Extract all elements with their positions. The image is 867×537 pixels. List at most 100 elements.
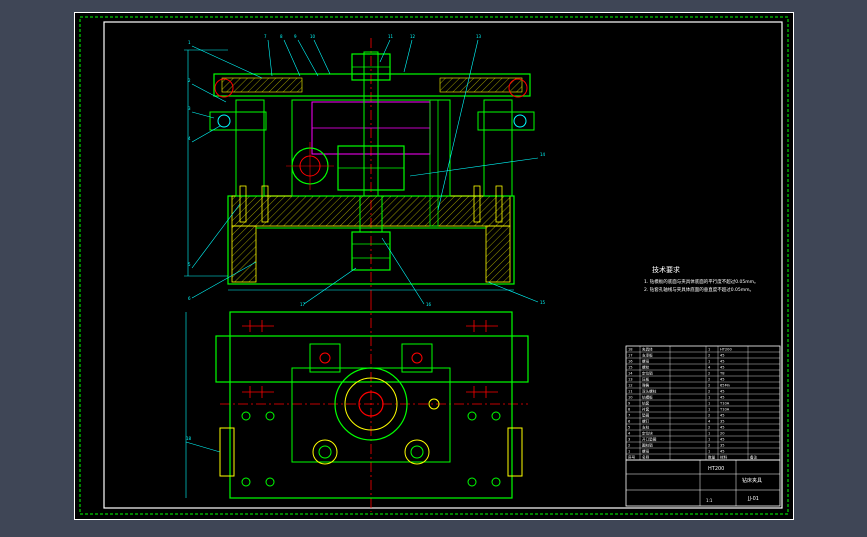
bolt-l2 (261, 185, 269, 223)
parts-list-cell: 45 (720, 414, 725, 418)
inner-frame (103, 21, 783, 509)
parts-list-cell: 钻模板 (642, 395, 653, 400)
parts-list-cell: 2 (708, 354, 710, 358)
parts-list-cell: 2 (708, 414, 710, 418)
parts-list-cell: 45 (720, 366, 725, 370)
bolt-r2 (495, 185, 503, 223)
parts-list-cell: 45 (720, 450, 725, 454)
parts-list-header: 备注 (750, 455, 758, 460)
drill-plate (213, 73, 531, 97)
parts-list-cell: 4 (628, 432, 631, 436)
parts-list-cell: 圆柱销 (642, 443, 653, 448)
parts-list-cell: 15 (628, 366, 633, 370)
parts-list-cell: 弹簧 (642, 383, 650, 388)
pin-left-core (318, 445, 332, 459)
parts-list-cell: 5 (628, 426, 630, 430)
part-balloon: 6 (188, 296, 191, 301)
parts-list-cell: 开口垫圈 (642, 437, 657, 442)
parts-list-cell: 螺钉 (642, 419, 650, 424)
pin-right-core (410, 445, 424, 459)
parts-list-cell: 45 (720, 396, 725, 400)
base-outline (229, 311, 513, 499)
parts-list-cell: HT200 (720, 348, 732, 352)
parts-list-cell: 2 (708, 426, 710, 430)
parts-list-cell: 65Mn (720, 384, 730, 388)
parts-list-cell: 11 (628, 390, 633, 394)
parts-list-cell: 1 (708, 438, 710, 442)
parts-list-cell: 45 (720, 438, 725, 442)
parts-list-cell: 13 (628, 378, 633, 382)
parts-list-cell: 2 (628, 444, 630, 448)
part-balloon: 5 (188, 262, 191, 267)
technical-notes: 技术要求 1. 钻模板的底面与夹具体底面的平行度不超过0.05mm。 2. 钻套… (644, 265, 759, 293)
guide-rod (429, 99, 439, 227)
parts-list-cell: 16 (628, 360, 633, 364)
part-balloon: 12 (410, 34, 416, 39)
base-right-hatch (485, 225, 511, 283)
parts-list-cell: 垫圈 (642, 413, 650, 418)
plate-hatch-left (221, 77, 303, 93)
notes-line-2: 2. 钻套孔轴线与夹具体底面的垂直度不超过0.05mm。 (644, 286, 754, 293)
parts-list-cell: 夹具体 (642, 347, 653, 352)
parts-list-cell: 1 (708, 402, 710, 406)
parts-list-header: 材料 (720, 455, 728, 460)
title-scale: 1:1 (706, 498, 713, 503)
part-balloon: 15 (540, 300, 546, 305)
locator-left-hole (319, 352, 331, 364)
parts-list-cell: 1 (708, 432, 710, 436)
parts-list-cell: 1 (628, 450, 630, 454)
parts-list-cell: 17 (628, 354, 633, 358)
title-drawing-no: JJ-01 (747, 496, 759, 502)
outer-frame (79, 16, 789, 515)
bolt-marks (242, 320, 498, 398)
parts-list-cell: 8 (628, 408, 631, 412)
parts-list-cell: 1 (708, 408, 710, 412)
part-balloon: 10 (310, 34, 316, 39)
small-holes (241, 411, 501, 487)
part-balloon: 7 (264, 34, 267, 39)
parts-list-cell: 45 (720, 390, 725, 394)
locator-right (401, 343, 433, 373)
notes-line-1: 1. 钻模板的底面与夹具体底面的平行度不超过0.05mm。 (644, 278, 759, 285)
part-balloon: 18 (186, 436, 192, 441)
part-balloon: 3 (188, 106, 191, 111)
leader-lines (191, 39, 539, 305)
left-clamp (209, 111, 267, 131)
title-block: HT200 钻床夹具 JJ-01 1:1 (625, 459, 781, 507)
pin-right (404, 439, 430, 465)
parts-list-cell: 螺母 (642, 449, 650, 454)
parts-list-cell: 4 (708, 366, 711, 370)
parts-list-cell: 2 (708, 378, 710, 382)
parts-list-cell: 45 (720, 360, 725, 364)
bore-outer (334, 367, 408, 441)
side-hole (428, 398, 440, 410)
parts-list-cell: 衬套 (642, 407, 650, 412)
parts-list-cell: 9 (628, 402, 631, 406)
parts-list-cell: 45 (720, 426, 725, 430)
parts-list-cell: 10 (628, 396, 633, 400)
sheet-edge (74, 12, 794, 520)
parts-list-cell: 定位销 (642, 371, 653, 376)
left-top-pin (214, 78, 234, 98)
parts-list-cell: 支承板 (642, 353, 653, 358)
parts-list-cell: 螺栓 (642, 365, 650, 370)
title-material: HT200 (708, 466, 724, 472)
part-balloon: 4 (188, 136, 191, 141)
part-balloon: 11 (388, 34, 394, 39)
front-section-view-icon (184, 38, 539, 305)
right-stop (507, 427, 523, 477)
parts-list-cell: 18 (628, 348, 633, 352)
right-top-pin (508, 78, 528, 98)
parts-list-cell: 双头螺柱 (642, 389, 657, 394)
left-clamp-pin (217, 114, 231, 128)
bore-inner (358, 391, 384, 417)
parts-list-cell: 2 (708, 444, 710, 448)
spindle (359, 195, 383, 233)
right-clamp-pin (513, 114, 527, 128)
part-balloon: 1 (188, 40, 191, 45)
parts-list-cell: 螺母 (642, 359, 650, 364)
parts-list-cell: 3 (628, 438, 630, 442)
right-column (483, 99, 513, 197)
parts-list-cell: 压板 (642, 377, 650, 382)
